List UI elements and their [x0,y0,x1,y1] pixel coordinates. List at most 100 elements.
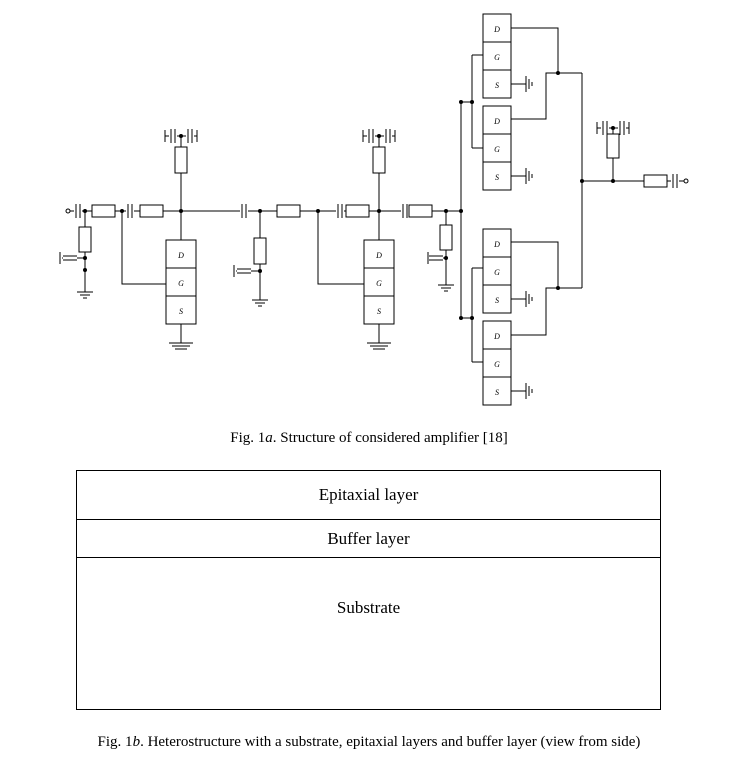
circuit-components [59,71,689,399]
junction-dot [611,126,615,130]
junction-dot [470,100,474,104]
gate-taps [472,54,483,363]
transistor-drain-cell [363,239,395,269]
resistor [345,204,370,218]
ground-symbol [169,342,193,350]
transistor-source-cell [482,69,512,99]
transistor-gate-label: G [494,145,500,154]
transistor-source-cell [165,295,197,325]
junction-dot [377,209,381,213]
heterostructure-diagram: Epitaxial layer Buffer layer Substrate [76,470,661,710]
capacitor [126,204,134,218]
junction-dot [179,209,183,213]
capacitor [618,121,626,135]
junction-dot [444,209,448,213]
capacitor [74,204,82,218]
capacitor [601,121,609,135]
transistor-drain-label: D [177,251,184,260]
junction-dot [377,134,381,138]
junction-dot [258,209,262,213]
transistor-source-label: S [495,388,499,397]
resistor [643,174,668,188]
junction-dot [459,209,463,213]
resistor [439,224,453,251]
transistor-stage-2: DGS [363,239,395,325]
junction-dot [459,100,463,104]
gate-feed-wire [121,211,166,285]
transistor-drain-cell [482,320,512,350]
capacitor [186,129,194,143]
buffer-layer: Buffer layer [77,520,660,558]
drain-combiner [558,72,583,289]
figure-1a-caption: Fig. 1a. Structure of considered amplifi… [0,430,738,447]
transistor-source-cell [482,376,512,406]
transistor-out-2: DGS [482,105,512,191]
capacitor [63,254,77,262]
transistor-out-1: DGS [482,13,512,99]
figure-1b-caption-prefix: Fig. 1 [97,734,133,750]
figure-1b-caption: Fig. 1b. Heterostructure with a substrat… [0,734,738,751]
input-terminal [65,208,71,214]
transistor-gate-cell [482,41,512,71]
capacitor [169,129,177,143]
supply-terminal [596,122,630,134]
junction-dot [83,268,87,272]
transistor-stage-1: DGS [165,239,197,325]
ground-symbol [252,299,268,307]
junction-dot [459,316,463,320]
junction-dot [556,71,560,75]
junction-dot [179,134,183,138]
capacitor [336,204,344,218]
transistor-drain-cell [482,105,512,135]
transistor-gate-cell [482,348,512,378]
transistor-out-3: D G S [482,228,512,314]
transistor-source-cell [363,295,395,325]
transistor-gate-label: G [494,360,500,369]
junction-dot [556,286,560,290]
transistor-drain-cell [482,228,512,258]
capacitor [429,254,443,262]
capacitor [367,129,375,143]
resistor [174,146,188,174]
capacitor [240,204,248,218]
resistor [91,204,116,218]
transistor-source-label: S [495,81,499,90]
junction-dot [258,269,262,273]
transistor-gate-cell [482,256,512,286]
figure-1a-caption-letter: a [265,430,273,446]
junction-dot [444,256,448,260]
resistor [78,226,92,253]
substrate-layer: Substrate [336,598,401,617]
transistor-gate-label: G [494,268,500,277]
transistor-drain-label: D [493,240,500,249]
output-terminal [683,178,689,184]
transistor-source-label: S [179,307,183,316]
drain-combiner [511,241,559,336]
gate-feed-wire [317,211,364,285]
transistor-source-cell [482,161,512,191]
junction-dot [316,209,320,213]
resistor [139,204,164,218]
transistor-drain-label: D [375,251,382,260]
figure-1b-caption-text: . Heterostructure with a substrate, epit… [140,734,641,750]
capacitor [671,174,679,188]
ground-symbol [367,342,391,350]
capacitor [384,129,392,143]
figure-1a-caption-text: . Structure of considered amplifier [18] [272,430,508,446]
transistor-drain-label: D [493,332,500,341]
ground-symbol [525,76,533,92]
transistor-source-label: S [377,307,381,316]
ground-symbol [525,383,533,399]
junction-dot [580,179,584,183]
ground-symbol [525,291,533,307]
transistor-out-4: D G S [482,320,512,406]
resistor [408,204,433,218]
transistor-gate-cell [363,267,395,297]
transistor-source-label: S [495,296,499,305]
ground-symbol [77,291,93,299]
capacitor [237,267,251,275]
junction-dot [120,209,124,213]
junction-dot [83,209,87,213]
ground-symbol [525,168,533,184]
